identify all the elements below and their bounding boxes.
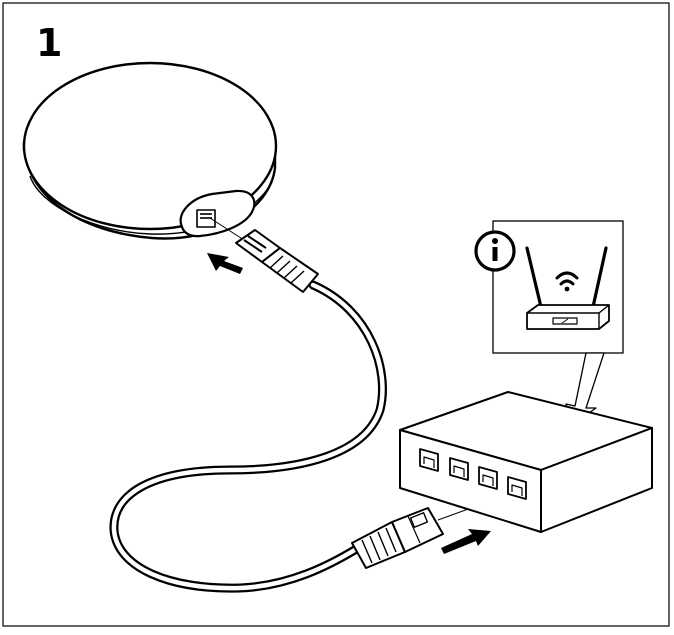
- ethernet-cable-icon: [109, 280, 387, 593]
- switch-port-2: [449, 457, 469, 481]
- cable-connector-switch: [351, 507, 444, 569]
- insert-arrow-icon-switch: [441, 529, 491, 554]
- guide-line-hub: [209, 217, 245, 241]
- info-panel: [474, 220, 624, 426]
- wifi-router-icon: [525, 246, 610, 330]
- step-number: 1: [36, 21, 63, 65]
- switch-port-3: [478, 466, 498, 490]
- hub-device: [22, 61, 278, 240]
- frame-border: [2, 2, 670, 627]
- network-switch-icon: [399, 391, 653, 533]
- wifi-signal-icon: [555, 271, 579, 292]
- cable-connector-hub: [235, 229, 319, 293]
- hub-ethernet-port: [196, 209, 216, 228]
- insert-arrow-icon: [207, 253, 243, 274]
- info-icon: [474, 230, 516, 272]
- switch-port-4: [507, 476, 527, 500]
- switch-port-1: [419, 448, 439, 472]
